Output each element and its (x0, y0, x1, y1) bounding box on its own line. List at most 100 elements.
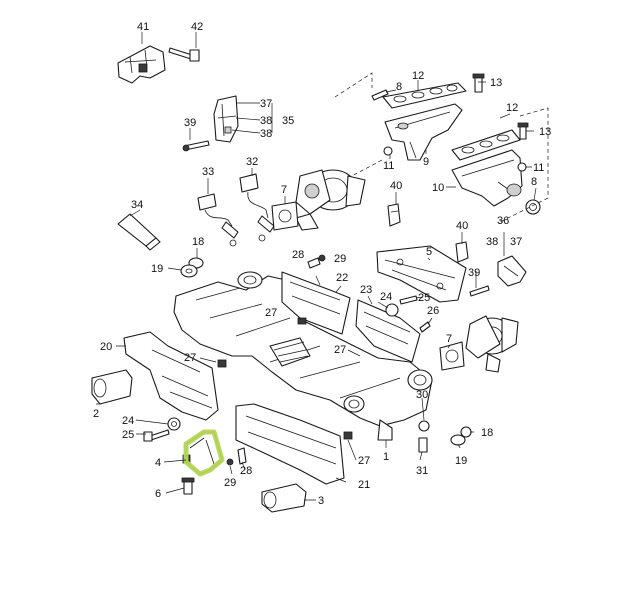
part-12-gasket-right[interactable] (451, 129, 521, 161)
callout-6: 6 (155, 488, 161, 500)
callout-29-lower: 29 (224, 477, 236, 489)
callout-22: 22 (336, 272, 348, 284)
callout-40-middle: 40 (390, 180, 402, 192)
part-19-washer[interactable] (180, 264, 198, 278)
part-39-bolt-right[interactable] (469, 285, 490, 297)
part-3-tailpipe-right[interactable] (261, 483, 307, 513)
part-25-bolt-mid[interactable] (399, 295, 418, 305)
callout-5: 5 (426, 246, 432, 258)
part-23-heat-shield[interactable] (355, 299, 421, 363)
callout-7-upper: 7 (281, 184, 287, 196)
callout-38-upper: 38 (260, 115, 272, 127)
part-28-clip-upper[interactable] (307, 257, 321, 269)
part-40-bracket-right[interactable] (455, 241, 469, 263)
part-13-bolt-lower[interactable] (517, 122, 529, 140)
callout-30: 30 (416, 389, 428, 401)
part-7-gasket[interactable] (271, 201, 299, 231)
callout-10: 10 (432, 182, 444, 194)
part-31-bolt[interactable] (418, 437, 428, 453)
callout-8-upper: 8 (396, 81, 402, 93)
part-8-gasket-ring[interactable] (525, 199, 541, 215)
callout-13-upper: 13 (490, 77, 502, 89)
part-19-washer-lower[interactable] (450, 434, 466, 446)
part-24-nut-lower[interactable] (167, 417, 181, 431)
part-26-bolt-mid[interactable] (419, 321, 431, 333)
callout-40-right: 40 (456, 220, 468, 232)
part-20-heat-shield[interactable] (123, 331, 227, 421)
callout-38-lower: 38 (260, 128, 272, 140)
callout-32: 32 (246, 156, 258, 168)
callout-28-lower: 28 (240, 465, 252, 477)
part-21-heat-shield[interactable] (235, 403, 353, 485)
callout-23: 23 (360, 284, 372, 296)
callout-4: 4 (155, 457, 161, 469)
part-2-tailpipe-left[interactable] (91, 369, 133, 405)
callout-26: 26 (427, 305, 439, 317)
part-33-oxygen-sensor[interactable] (197, 193, 239, 247)
part-30-washer[interactable] (418, 420, 430, 432)
callout-27-left: 27 (184, 352, 196, 364)
part-22-heat-shield[interactable] (281, 271, 351, 335)
part-12-gasket-upper[interactable] (382, 82, 467, 109)
callout-9: 9 (423, 156, 429, 168)
part-35-heat-shield-bracket[interactable] (213, 95, 239, 143)
part-18-nut-lower[interactable] (460, 426, 472, 438)
callout-41: 41 (137, 21, 149, 33)
callout-8-right: 8 (531, 176, 537, 188)
part-5-heat-shield[interactable] (376, 245, 467, 303)
callout-19-lower: 19 (455, 455, 467, 467)
part-29-nut-lower[interactable] (226, 458, 234, 466)
callout-39-upper: 39 (184, 117, 196, 129)
callout-12-upper: 12 (412, 70, 424, 82)
callout-1: 1 (383, 451, 389, 463)
callout-35: 35 (282, 115, 294, 127)
callout-24-mid: 24 (380, 291, 392, 303)
callout-42: 42 (191, 21, 203, 33)
callout-19-upper: 19 (151, 263, 163, 275)
part-8-stud[interactable] (371, 89, 389, 101)
callout-33: 33 (202, 166, 214, 178)
callout-24-lower: 24 (122, 415, 134, 427)
leader-lines (96, 32, 537, 501)
callout-7-lower: 7 (446, 333, 452, 345)
part-13-bolt-upper[interactable] (472, 73, 485, 93)
part-7-turbocharger-lower[interactable] (465, 315, 519, 373)
part-9-manifold-upper[interactable] (384, 103, 463, 161)
callout-37-upper: 37 (260, 98, 272, 110)
callout-21: 21 (358, 479, 370, 491)
part-28-clip-lower[interactable] (237, 447, 247, 465)
callout-28-upper: 28 (292, 249, 304, 261)
callout-39-right: 39 (468, 267, 480, 279)
part-39-bolt[interactable] (182, 140, 210, 152)
callout-12-right: 12 (506, 102, 518, 114)
part-25-bolt-lower[interactable] (143, 429, 170, 442)
part-10-manifold-right[interactable] (451, 149, 523, 207)
callout-11-left: 11 (383, 160, 394, 172)
part-41-bracket[interactable] (117, 45, 166, 84)
callout-34: 34 (131, 199, 143, 211)
part-24-nut-mid[interactable] (385, 303, 399, 317)
part-7-turbocharger-upper[interactable] (295, 169, 366, 231)
part-11-nut[interactable] (383, 146, 527, 172)
callout-27-upper: 27 (265, 307, 277, 319)
part-40-bracket-middle[interactable] (387, 203, 401, 227)
callout-27-lower: 27 (358, 455, 370, 467)
part-6-bolt[interactable] (181, 477, 195, 495)
callout-25-mid: 25 (418, 292, 430, 304)
callout-36: 36 (497, 215, 509, 227)
callout-38-right: 38 (486, 236, 498, 248)
part-42-bolt[interactable] (168, 47, 200, 62)
part-36-bracket-assembly[interactable] (497, 255, 527, 287)
callout-labels: 41 42 8 12 13 37 38 39 38 35 12 13 11 9 … (93, 21, 551, 507)
part-29-nut-upper[interactable] (318, 254, 326, 262)
callout-20: 20 (100, 341, 112, 353)
part-34-paste-tube[interactable] (117, 213, 161, 251)
callout-25-lower: 25 (122, 429, 134, 441)
callout-37-right: 37 (510, 236, 522, 248)
callout-18-upper: 18 (192, 236, 204, 248)
part-7-gasket-lower[interactable] (439, 341, 465, 371)
part-32-oxygen-sensor[interactable] (239, 173, 275, 242)
part-4-highlight-outline (183, 429, 225, 477)
part-4-clamp[interactable] (182, 429, 225, 477)
callout-13-right: 13 (539, 126, 551, 138)
